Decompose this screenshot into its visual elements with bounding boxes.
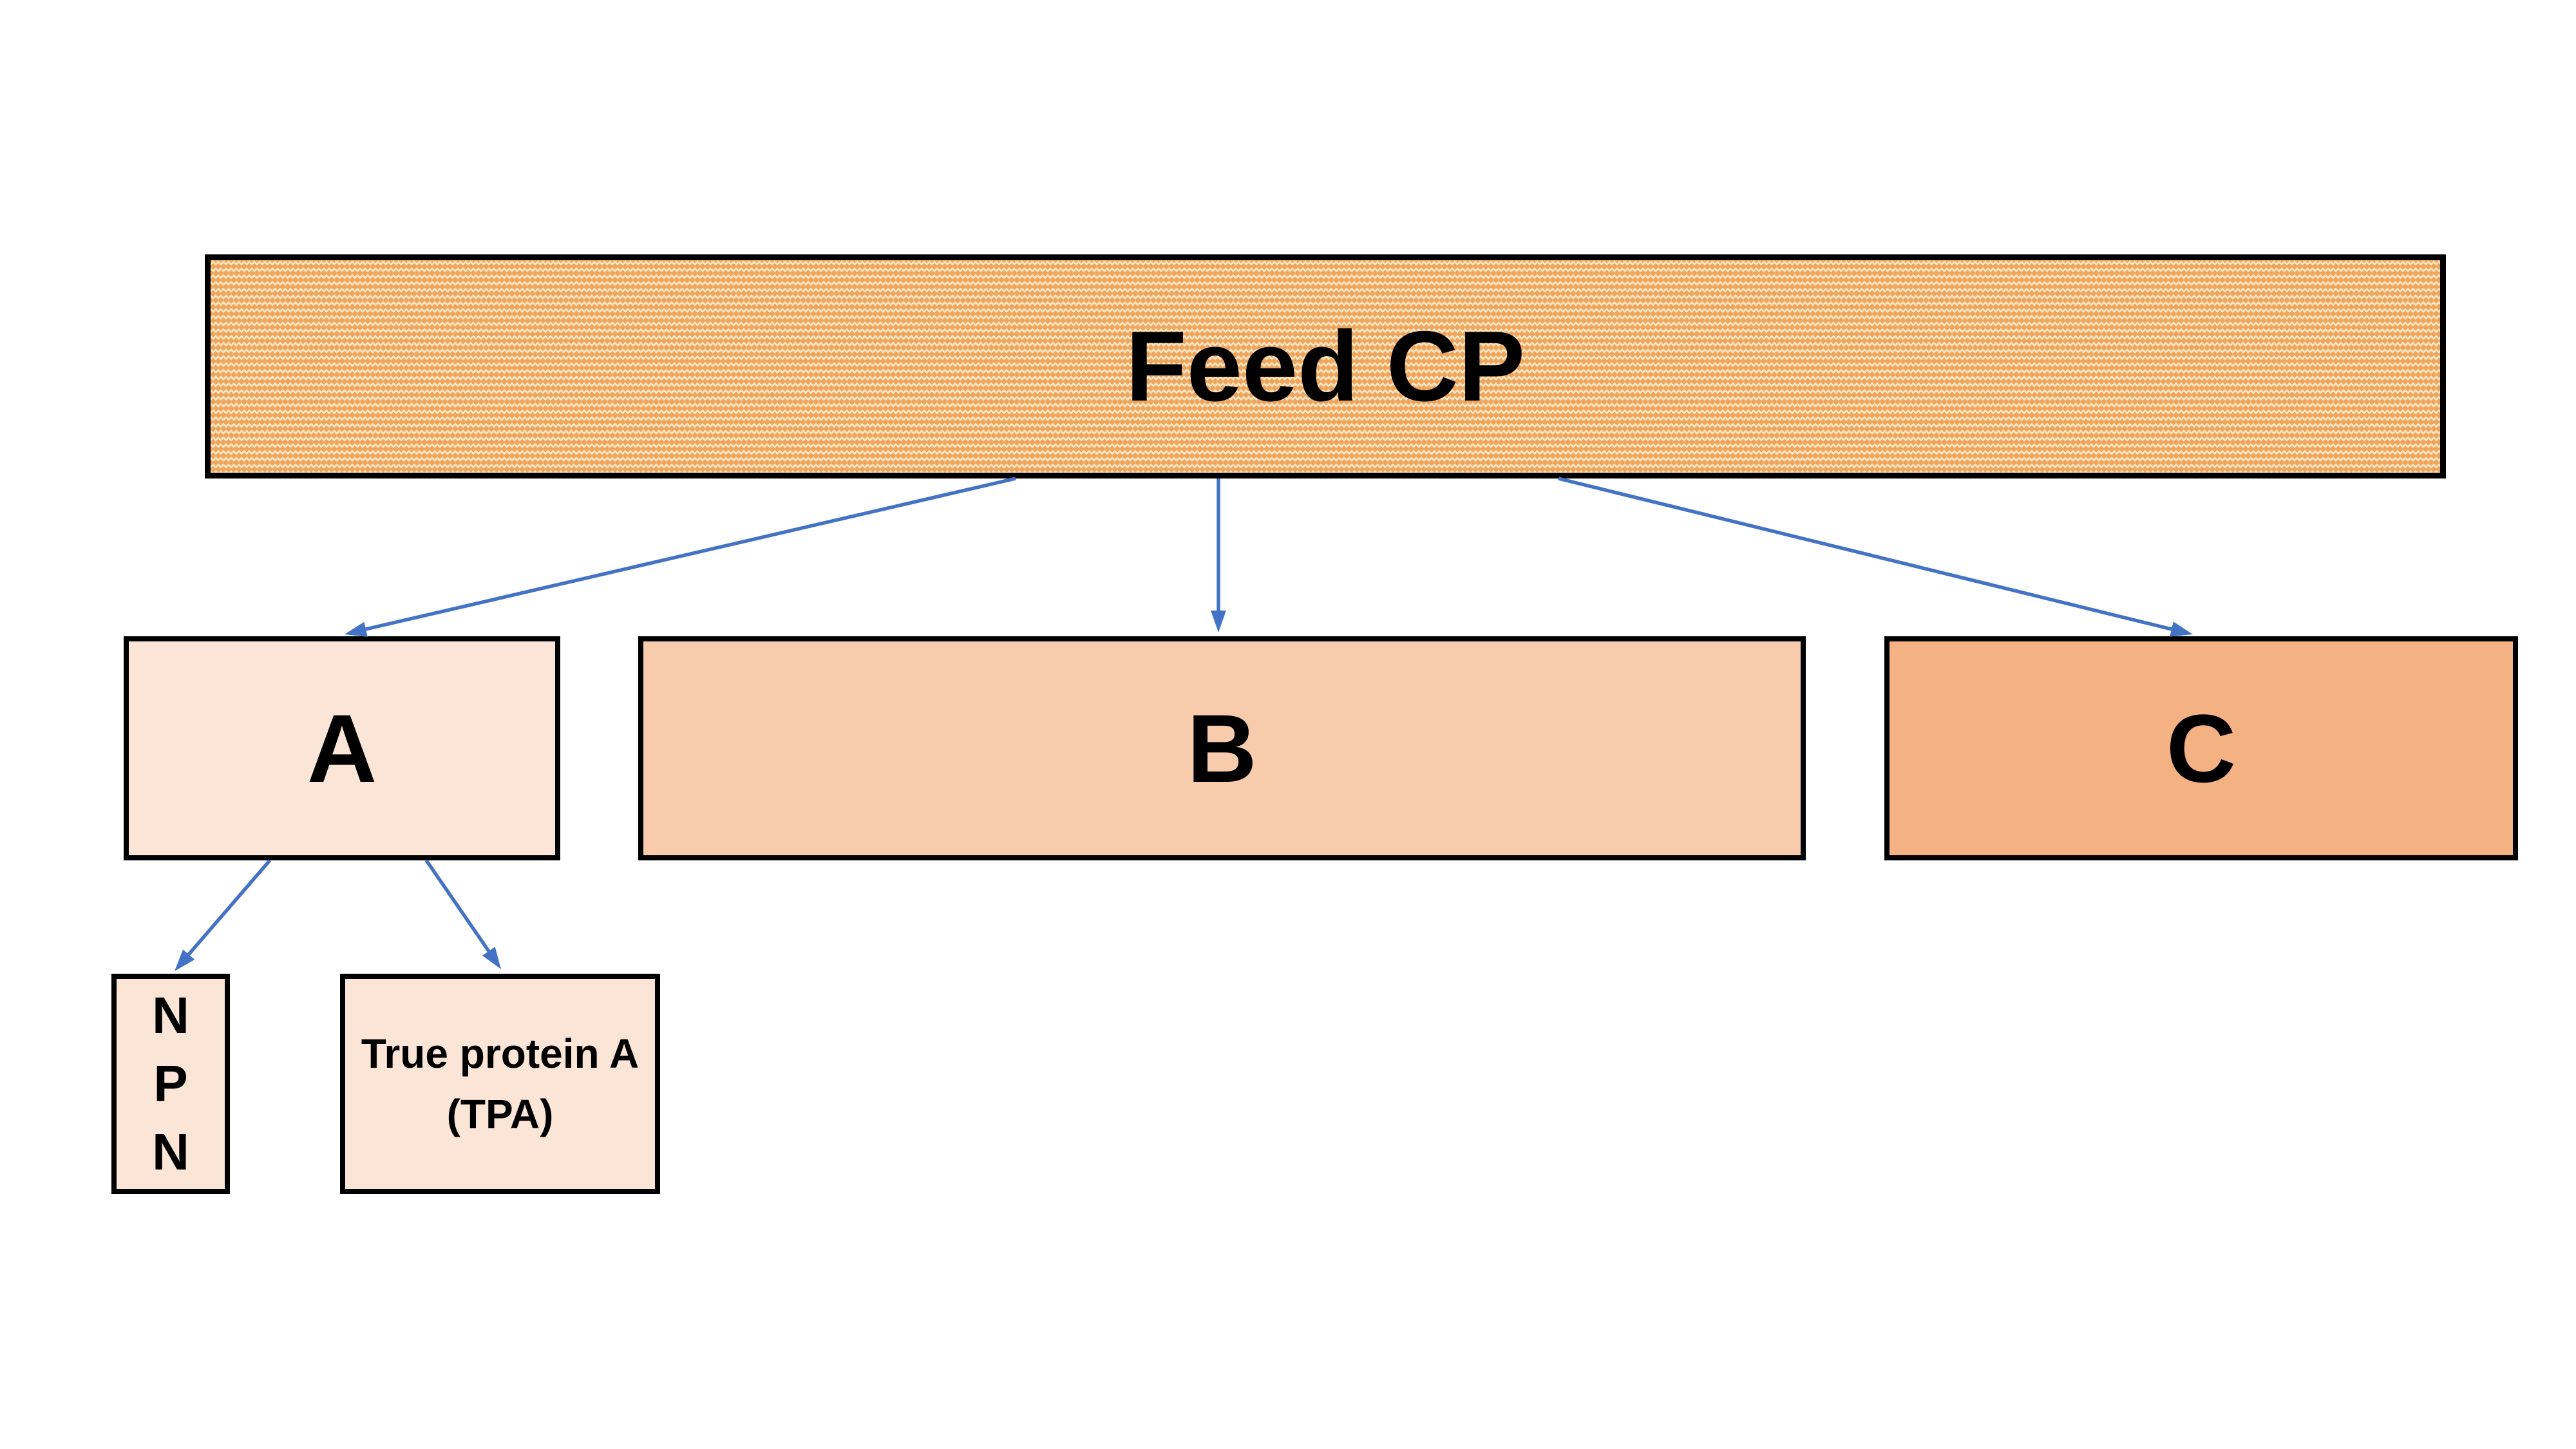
wave-pattern-fill (211, 260, 2440, 473)
arrowhead-a-to-tpa (482, 947, 501, 969)
arrowhead-feedcp-to-b (1211, 611, 1226, 632)
box-a-label: A (307, 694, 377, 802)
npn-line-3: N (152, 1123, 189, 1180)
npn-box: N P N (111, 974, 230, 1194)
npn-line-2: P (153, 1055, 188, 1112)
arrow-a-to-tpa (424, 859, 491, 952)
arrow-feedcp-to-a (365, 477, 1016, 631)
npn-line-1: N (152, 987, 189, 1044)
box-c: C (1884, 636, 2518, 860)
arrow-feedcp-to-c (1558, 477, 2172, 631)
box-a: A (124, 636, 560, 860)
arrowhead-a-to-npn (175, 949, 195, 971)
arrowhead-feedcp-to-a (345, 621, 368, 637)
box-b: B (638, 636, 1806, 860)
arrow-a-to-npn (187, 859, 272, 956)
feed-cp-label: Feed CP (1125, 310, 1526, 422)
feed-cp-box: Feed CP (205, 254, 2446, 478)
tpa-line-2: (TPA) (446, 1091, 554, 1137)
arrowhead-feedcp-to-c (2170, 621, 2193, 637)
wave-pattern (211, 260, 2440, 473)
tpa-line-1: True protein A (361, 1030, 639, 1077)
box-b-label: B (1187, 694, 1257, 802)
tpa-box: True protein A (TPA) (340, 974, 660, 1194)
box-c-label: C (2166, 694, 2237, 802)
